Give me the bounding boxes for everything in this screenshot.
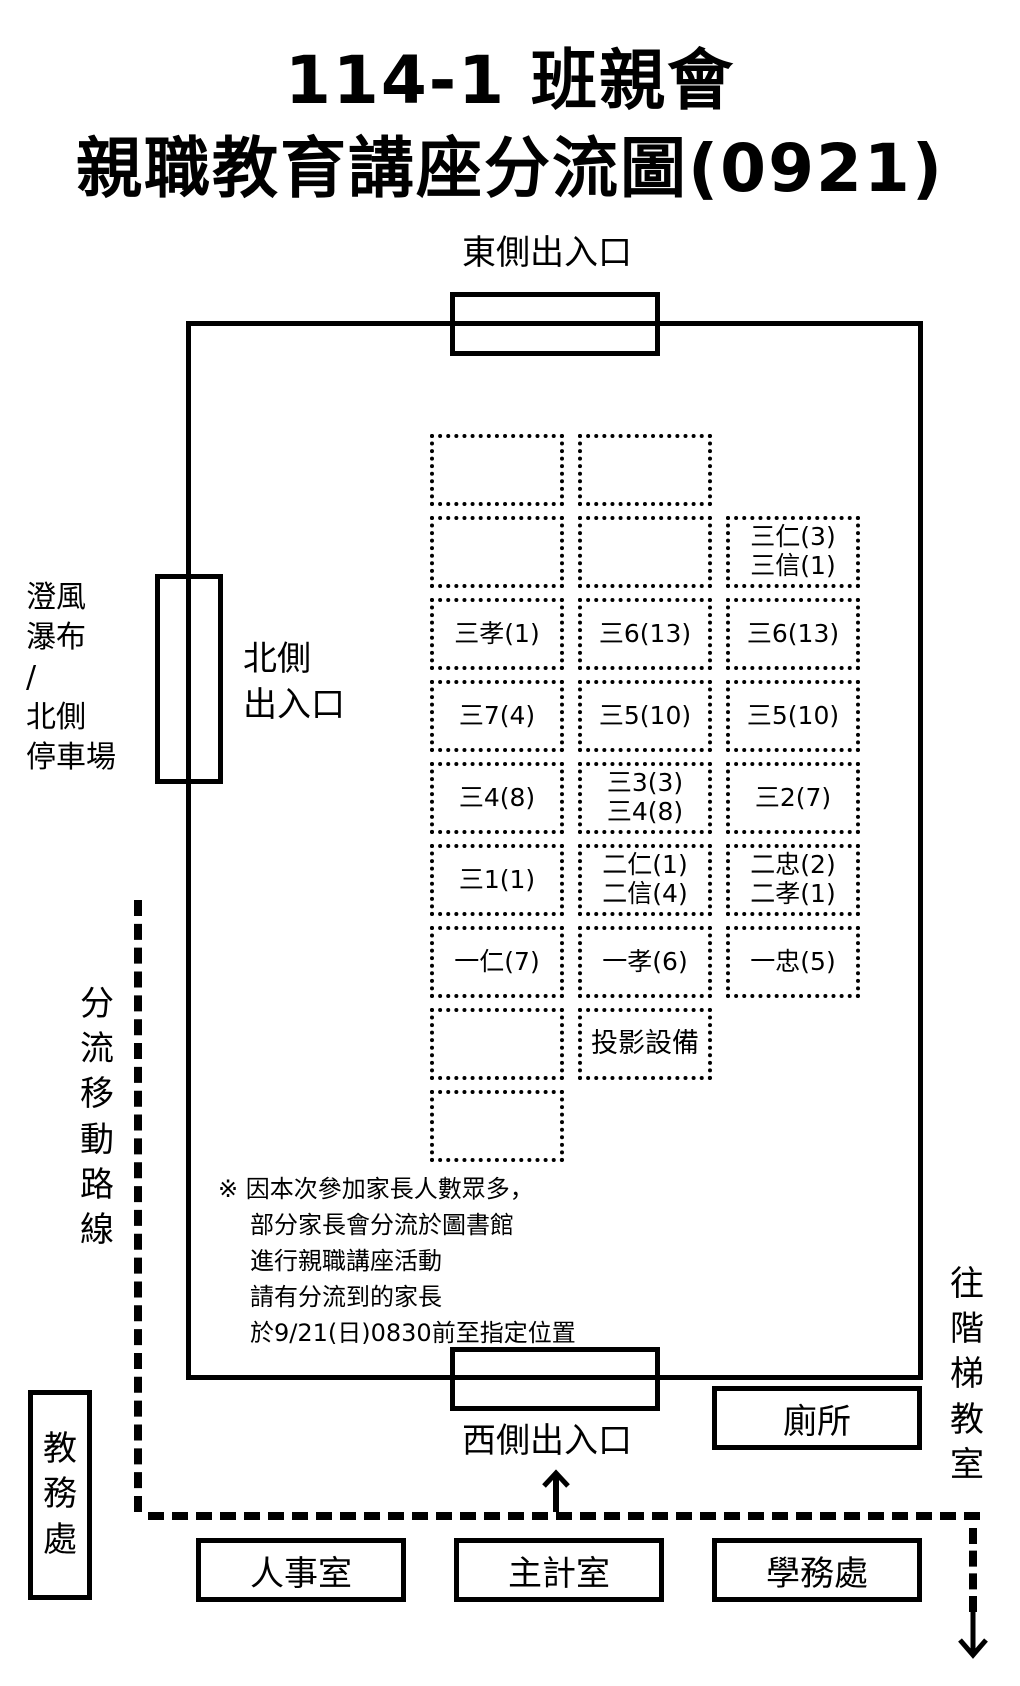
route-label: 分 流 移 動 路 線	[80, 982, 114, 1253]
route-char: 路	[80, 1164, 114, 1205]
seat-label: 三1(1)	[458, 864, 536, 894]
seat-block: 三仁(3) 三信(1)	[726, 516, 860, 588]
seat-label: 二孝(1)	[750, 879, 836, 908]
toilet-label: 廁所	[783, 1401, 851, 1442]
stairs-char: 階	[950, 1309, 984, 1350]
route-char: 線	[80, 1210, 114, 1251]
north-entrance-label-2: 出入口	[243, 685, 345, 725]
projector-block: 投影設備	[578, 1008, 712, 1080]
seat-label: 三信(1)	[750, 551, 836, 580]
route-line-vertical	[134, 900, 142, 1512]
stairs-char: 往	[950, 1264, 984, 1304]
seat-block: 二忠(2) 二孝(1)	[726, 844, 860, 916]
seat-block	[430, 1090, 564, 1162]
seat-label: 三3(3)	[606, 768, 684, 798]
seat-block: 三5(10)	[578, 680, 712, 752]
main-hall	[186, 321, 923, 1380]
academic-affairs-char: 教	[43, 1429, 77, 1470]
personnel-office-label: 人事室	[250, 1553, 352, 1594]
note-line-1: ※ 因本次參加家長人數眾多，	[218, 1175, 534, 1203]
down-arrow-icon	[958, 1610, 988, 1659]
seat-block	[430, 1008, 564, 1080]
stairs-char: 室	[950, 1444, 984, 1485]
route-char: 分	[80, 984, 114, 1024]
seat-label: 二仁(1)	[602, 850, 688, 880]
student-affairs-office-label: 學務處	[766, 1553, 868, 1594]
route-line-down	[969, 1528, 977, 1612]
seat-label: 三5(10)	[746, 700, 840, 730]
seat-block: 三孝(1)	[430, 598, 564, 670]
east-entrance-label: 東側出入口	[462, 233, 632, 273]
note-line-5: 於9/21(日)0830前至指定位置	[250, 1319, 576, 1347]
academic-affairs-char: 務	[43, 1474, 77, 1515]
up-arrow-icon	[542, 1469, 570, 1512]
seat-block	[578, 434, 712, 506]
seat-block: 一仁(7)	[430, 926, 564, 998]
seat-block: 三5(10)	[726, 680, 860, 752]
seat-label: 三7(4)	[458, 700, 536, 730]
title-line-2: 親職教育講座分流圖(0921)	[75, 130, 945, 207]
title-line-1: 114-1 班親會	[284, 42, 736, 119]
seat-block: 三6(13)	[578, 598, 712, 670]
seat-block: 三4(8)	[430, 762, 564, 834]
note-line-3: 進行親職講座活動	[250, 1247, 442, 1275]
seat-block: 三2(7)	[726, 762, 860, 834]
seat-block	[430, 434, 564, 506]
outside-label-line: 停車場	[26, 740, 116, 775]
outside-label-line: /	[26, 660, 37, 695]
seat-label: 三5(10)	[598, 700, 692, 730]
seat-label: 三2(7)	[754, 782, 832, 812]
seat-block: 一忠(5)	[726, 926, 860, 998]
seat-block	[578, 516, 712, 588]
stairs-label: 往 階 梯 教 室	[950, 1262, 984, 1488]
toilet: 廁所	[712, 1386, 922, 1450]
north-entrance-label-1: 北側	[243, 639, 311, 679]
seat-block	[430, 516, 564, 588]
west-entrance-label: 西側出入口	[462, 1421, 632, 1461]
seat-block: 三3(3) 三4(8)	[578, 762, 712, 834]
stairs-char: 教	[950, 1399, 984, 1440]
seat-block: 三7(4)	[430, 680, 564, 752]
route-char: 動	[80, 1119, 114, 1160]
outside-label-line: 北側	[26, 700, 86, 735]
route-char: 流	[80, 1029, 114, 1070]
academic-affairs-char: 處	[43, 1519, 77, 1560]
seat-label: 三仁(3)	[750, 522, 836, 552]
outside-label-line: 澄風	[26, 580, 86, 615]
seat-block: 三1(1)	[430, 844, 564, 916]
stairs-char: 梯	[950, 1354, 984, 1395]
seat-label: 三孝(1)	[454, 618, 540, 648]
seat-block: 二仁(1) 二信(4)	[578, 844, 712, 916]
seat-label: 二忠(2)	[750, 850, 836, 880]
seat-label: 三4(8)	[606, 797, 684, 826]
waterfall-parking-label: 澄風 瀑布 / 北側 停車場	[26, 578, 116, 778]
accounting-office-label: 主計室	[508, 1553, 610, 1594]
personnel-office: 人事室	[196, 1538, 406, 1602]
outside-label-line: 瀑布	[26, 620, 86, 655]
student-affairs-office: 學務處	[712, 1538, 922, 1602]
note-line-2: 部分家長會分流於圖書館	[250, 1211, 514, 1239]
seat-label: 一仁(7)	[454, 946, 540, 976]
route-char: 移	[80, 1074, 114, 1115]
accounting-office: 主計室	[454, 1538, 664, 1602]
academic-affairs-office: 教 務 處	[28, 1390, 92, 1600]
west-door	[450, 1347, 660, 1411]
seat-label: 一孝(6)	[602, 946, 688, 976]
seat-block: 三6(13)	[726, 598, 860, 670]
seat-label: 三4(8)	[458, 782, 536, 812]
projector-label: 投影設備	[591, 1028, 699, 1060]
seat-label: 三6(13)	[746, 618, 840, 648]
east-door	[450, 292, 660, 356]
seat-block: 一孝(6)	[578, 926, 712, 998]
note-line-4: 請有分流到的家長	[250, 1283, 442, 1311]
seat-label: 二信(4)	[602, 879, 688, 908]
seat-label: 一忠(5)	[750, 946, 836, 976]
seat-label: 三6(13)	[598, 618, 692, 648]
route-line-horizontal	[148, 1512, 980, 1520]
north-door	[155, 574, 223, 784]
